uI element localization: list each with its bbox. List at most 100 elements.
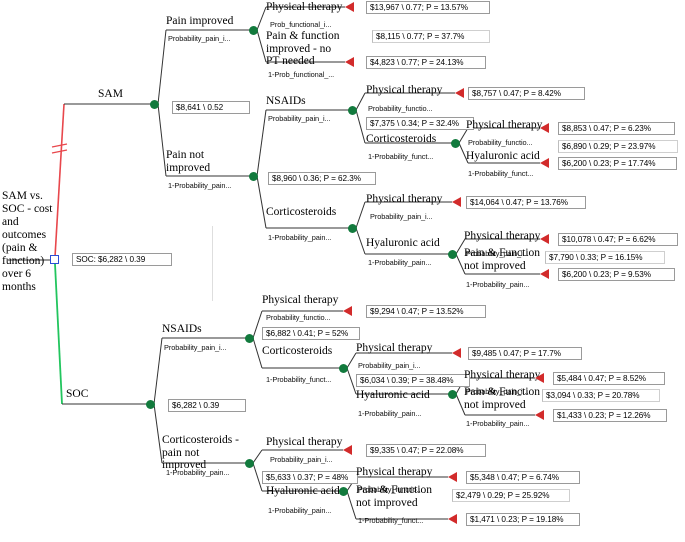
branch-label-nsaids-soc: NSAIDs — [162, 323, 202, 335]
prob-label-pain-not-improved: 1-Probability_pain... — [168, 181, 232, 190]
prob-label-cortico-sam-nsaids: 1-Probability_funct... — [368, 152, 434, 161]
terminal-node-t12[interactable] — [535, 373, 544, 383]
value-box-sam-nsaids: $7,375 \ 0.34; P = 32.4% — [366, 117, 474, 130]
prob-label-pt-sam-hyaluronic: Probability_pain_i... — [466, 249, 529, 258]
terminal-value-t1: $13,967 \ 0.77; P = 13.57% — [366, 1, 490, 14]
prob-label-pt-sam-nsaids: Probability_functio... — [368, 104, 433, 113]
value-box-soc-hyaluronic-mid: $3,094 \ 0.33; P = 20.78% — [542, 389, 660, 402]
branch-label-pt-soc-bottom: Physical therapy — [266, 436, 343, 448]
chance-node-sam-hyaluronic[interactable] — [448, 250, 457, 259]
branch-label-pt-soc-cortico: Physical therapy — [356, 342, 433, 354]
terminal-node-t14[interactable] — [343, 445, 352, 455]
chance-node-soc[interactable] — [146, 400, 155, 409]
terminal-node-t10[interactable] — [343, 306, 352, 316]
chance-node-sam-pain-not-improved[interactable] — [249, 172, 258, 181]
prob-label-pt-soc-cortico: Probability_pain_i... — [358, 361, 421, 370]
render-artifact-line-2 — [212, 281, 213, 301]
prob-label-hyaluronic-sam-cortico: 1-Probability_funct... — [468, 169, 534, 178]
terminal-value-t9: $6,200 \ 0.23; P = 9.53% — [558, 268, 675, 281]
prob-label-pain-function-not-improved-soc-bottom: 1-Probability_funct... — [358, 516, 424, 525]
branch-label-cortico-sam-nsaids: Corticosteroids — [366, 133, 437, 145]
value-box-sam-hyaluronic: $7,790 \ 0.33; P = 16.15% — [545, 251, 665, 264]
value-box-soc-nsaids: $6,882 \ 0.41; P = 52% — [262, 327, 360, 340]
terminal-node-t4[interactable] — [455, 88, 464, 98]
terminal-value-t7: $14,064 \ 0.47; P = 13.76% — [466, 196, 586, 209]
value-box-sam-pain-not-improved: $8,960 \ 0.36; P = 62.3% — [268, 172, 376, 185]
terminal-node-t16[interactable] — [448, 514, 457, 524]
prob-label-hyaluronic-soc-mid: 1-Probability_pain... — [358, 409, 422, 418]
prob-label-hyaluronic-sam: 1-Probability_pain... — [368, 258, 432, 267]
prob-label-pain-function-not-improved-soc: 1-Probability_pain... — [466, 419, 530, 428]
terminal-value-t2: $8,115 \ 0.77; P = 37.7% — [372, 30, 490, 43]
prob-label-cortico-pain-not-improved-soc: 1-Probability_pain... — [166, 468, 230, 477]
terminal-value-t13: $1,433 \ 0.23; P = 12.26% — [553, 409, 667, 422]
chance-node-soc-hyaluronic-bottom[interactable] — [339, 487, 348, 496]
chance-node-sam-pain-improved[interactable] — [249, 26, 258, 35]
terminal-node-t8[interactable] — [540, 234, 549, 244]
prob-label-pt-soc-bottom: Probability_pain_i... — [270, 455, 333, 464]
prob-label-pt-soc-hyaluronic-bottom: Probability_functio... — [358, 485, 423, 494]
prob-label-cortico-soc-nsaids: 1-Probability_funct... — [266, 375, 332, 384]
terminal-node-t15[interactable] — [448, 472, 457, 482]
chance-node-soc-cortico-pain-not-improved[interactable] — [245, 459, 254, 468]
root-value-box: SOC: $6,282 \ 0.39 — [72, 253, 172, 266]
branch-label-sam: SAM — [98, 88, 123, 100]
value-box-sam: $8,641 \ 0.52 — [172, 101, 250, 114]
chance-node-sam-cortico[interactable] — [348, 224, 357, 233]
value-box-sam-cortico-mid: $6,890 \ 0.29; P = 23.97% — [558, 140, 678, 153]
chance-node-soc-nsaids-cortico[interactable] — [339, 364, 348, 373]
value-box-soc: $6,282 \ 0.39 — [168, 399, 246, 412]
chance-node-sam[interactable] — [150, 100, 159, 109]
terminal-value-t4: $8,757 \ 0.47; P = 8.42% — [468, 87, 585, 100]
terminal-value-t10: $9,294 \ 0.47; P = 13.52% — [366, 305, 486, 318]
prob-label-cortico-sam-lower: 1-Probability_pain... — [268, 233, 332, 242]
branch-label-pt-sam-nsaids: Physical therapy — [366, 84, 443, 96]
chance-node-sam-nsaids[interactable] — [348, 106, 357, 115]
decision-node-root[interactable] — [50, 255, 59, 264]
prob-label-pt-soc-nsaids: Probability_functio... — [266, 313, 331, 322]
chance-node-soc-nsaids[interactable] — [245, 334, 254, 343]
branch-label-pt-sam-cortico-lower: Physical therapy — [366, 193, 443, 205]
branch-label-hyaluronic-sam-cortico: Hyaluronic acid — [466, 150, 540, 162]
branch-label-hyaluronic-soc-bottom: Hyaluronic acid — [266, 485, 340, 497]
terminal-node-t13[interactable] — [535, 410, 544, 420]
branch-label-cortico-pain-not-improved-soc: Corticosteroids - pain not improved — [162, 434, 239, 471]
terminal-node-t9[interactable] — [540, 269, 549, 279]
chance-node-sam-nsaids-cortico[interactable] — [451, 139, 460, 148]
prob-label-pain-improved: Probability_pain_i... — [168, 34, 231, 43]
prob-label-hyaluronic-soc-bottom: 1-Probability_pain... — [268, 506, 332, 515]
branch-label-pt-soc-hyaluronic: Physical therapy — [464, 369, 541, 381]
prob-label-pain-function-not-improved-sam: 1-Probability_pain... — [466, 280, 530, 289]
branch-label-pain-function-not-improved-soc: Pain & Function not improved — [464, 386, 541, 411]
value-box-soc-hyaluronic-bottom: $2,479 \ 0.29; P = 25.92% — [452, 489, 570, 502]
terminal-node-t3[interactable] — [345, 57, 354, 67]
terminal-value-t16: $1,471 \ 0.23; P = 19.18% — [466, 513, 580, 526]
branch-label-pt-sam-cortico: Physical therapy — [466, 119, 543, 131]
chance-node-soc-hyaluronic-mid[interactable] — [448, 390, 457, 399]
terminal-node-t6[interactable] — [540, 158, 549, 168]
branch-label-pt-sam-1: Physical therapy — [266, 1, 343, 13]
terminal-node-t11[interactable] — [452, 348, 461, 358]
branch-label-cortico-sam-lower: Corticosteroids — [266, 206, 337, 218]
terminal-value-t8: $10,078 \ 0.47; P = 6.62% — [558, 233, 678, 246]
prob-label-pt-soc-hyaluronic: Probability_pain_i... — [466, 387, 529, 396]
branch-label-pain-function-not-improved-soc-bottom: Pain & Function not improved — [356, 484, 433, 509]
prob-label-nsaids-sam: Probability_pain_i... — [268, 114, 331, 123]
terminal-node-t5[interactable] — [540, 123, 549, 133]
branch-label-cortico-soc-nsaids: Corticosteroids — [262, 345, 333, 357]
branch-label-soc: SOC — [66, 388, 89, 400]
prob-label-one-minus-prob-functional-1: 1-Prob_functional_... — [268, 70, 335, 79]
prob-label-prob-functional-1: Prob_functional_i... — [270, 20, 332, 29]
terminal-node-t1[interactable] — [345, 2, 354, 12]
terminal-value-t6: $6,200 \ 0.23; P = 17.74% — [558, 157, 677, 170]
terminal-value-t14: $9,335 \ 0.47; P = 22.08% — [366, 444, 486, 457]
terminal-node-t7[interactable] — [452, 197, 461, 207]
branch-label-hyaluronic-soc-mid: Hyaluronic acid — [356, 389, 430, 401]
branch-label-pain-not-improved: Pain not improved — [166, 149, 211, 174]
value-box-soc-cortico-pain-not-improved: $5,633 \ 0.37; P = 48% — [262, 471, 358, 484]
branch-label-pt-sam-hyaluronic: Physical therapy — [464, 230, 541, 242]
branch-label-pt-soc-hyaluronic-bottom: Physical therapy — [356, 466, 433, 478]
prob-label-pt-sam-cortico-lower: Probability_pain_i... — [370, 212, 433, 221]
